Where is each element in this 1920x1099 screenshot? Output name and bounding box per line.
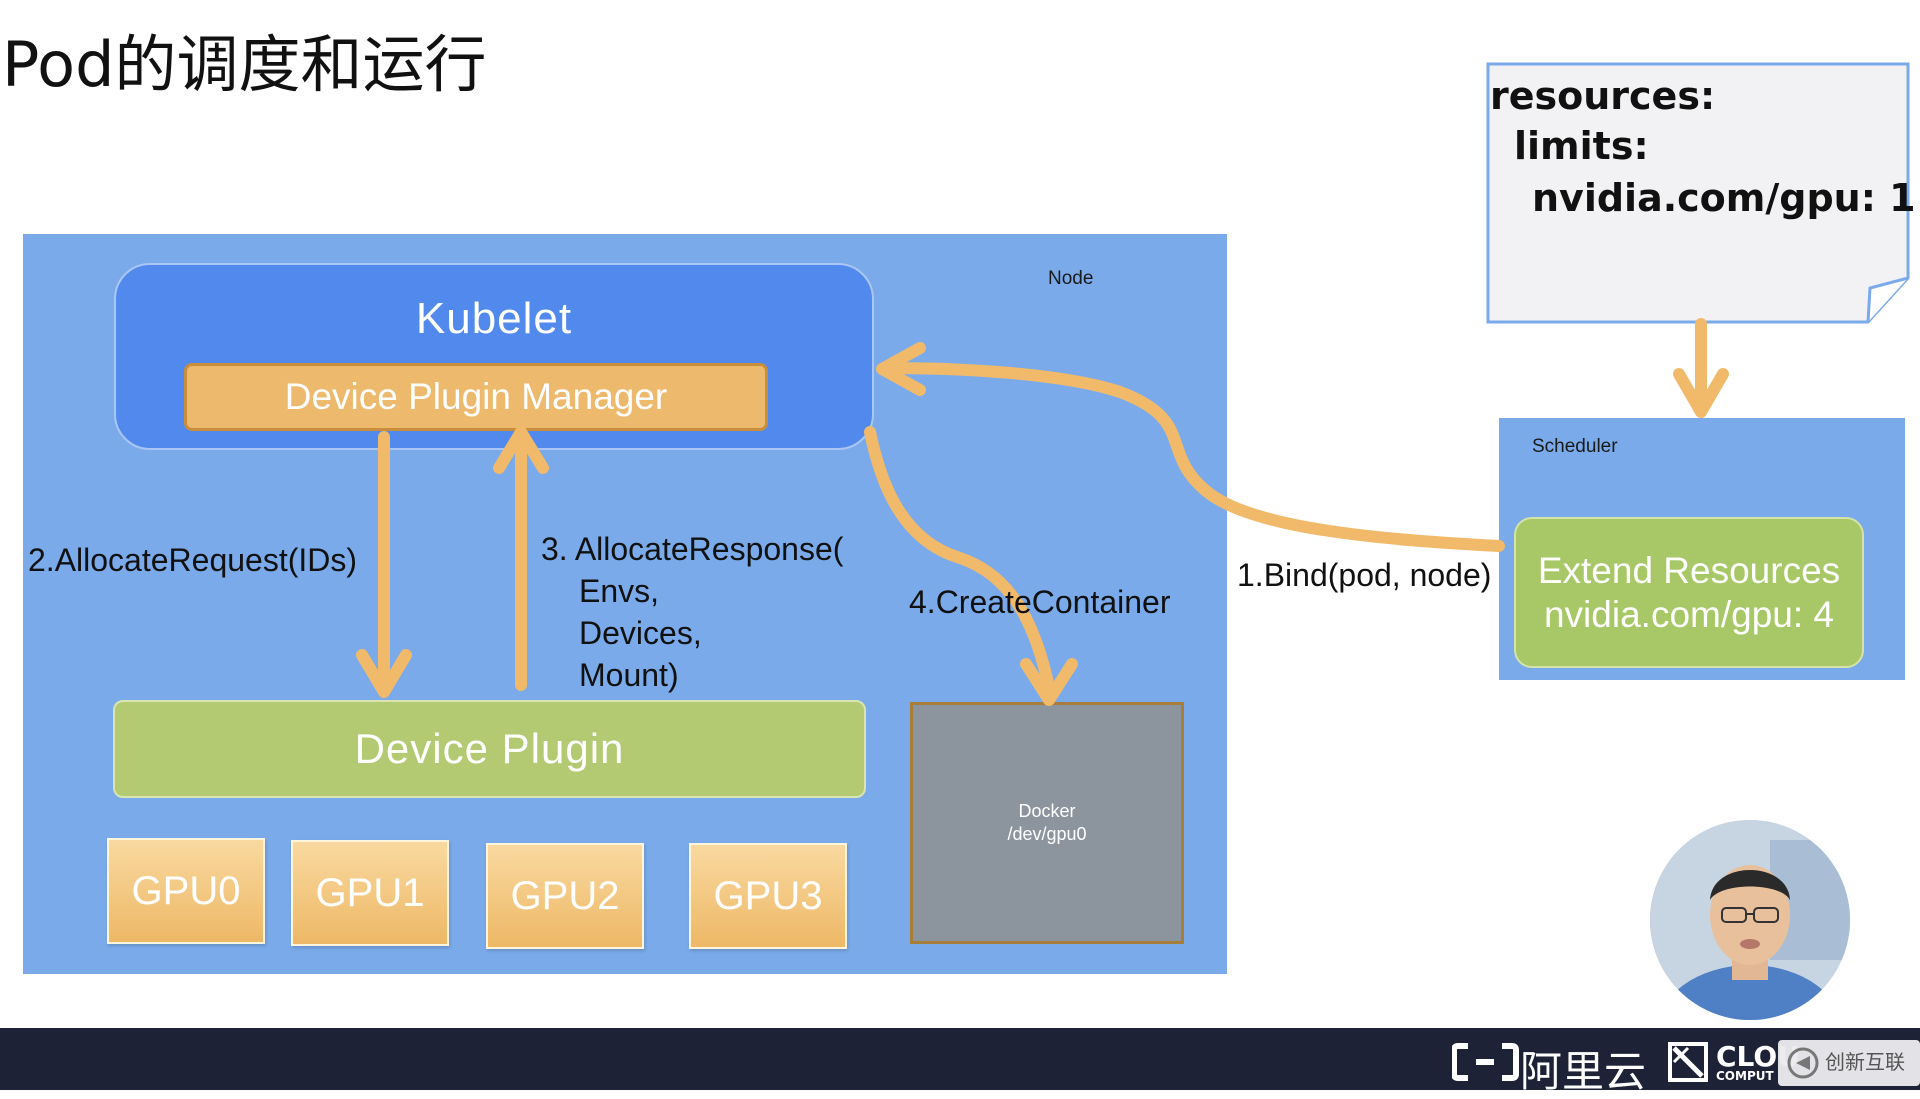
slide-title: Pod的调度和运行 [2,28,487,101]
watermark-text: 创新互联 [1825,1050,1905,1074]
allocate-response-line: Mount) [579,657,679,693]
allocate-request-arrowhead [356,649,412,698]
allocate-response-label: 3. AllocateResponse( Envs, Devices, Moun… [541,528,843,696]
create-container-arrowhead [1020,658,1078,706]
gpu-box: GPU3 [689,843,847,949]
docker-device-path: /dev/gpu0 [1007,824,1087,844]
docker-box [910,702,1184,944]
yaml-note-fold [1866,276,1909,323]
allocate-request-label: 2.AllocateRequest(IDs) [28,542,358,578]
allocate-response-line: 3. AllocateResponse( [541,531,844,567]
device-plugin-box: Device Plugin [113,700,866,798]
yaml-to-scheduler-arrowhead [1673,368,1729,418]
docker-label: Docker [1018,801,1076,821]
allocate-response-arrowhead [493,426,549,474]
node-label: Node [1048,268,1094,289]
create-container-arrow [864,426,1056,698]
gpu-label: GPU2 [510,873,620,918]
device-plugin-manager-label: Device Plugin Manager [284,376,668,417]
yaml-note: resources: limits: nvidia.com/gpu: 1 [1488,64,1916,324]
yaml-line: resources: [1490,74,1716,118]
extend-resources-value: nvidia.com/gpu: 4 [1543,593,1834,635]
yaml-line: limits: [1514,124,1649,168]
create-container-label: 4.CreateContainer [909,584,1171,620]
bind-arrow [880,362,1505,552]
gpu-box: GPU2 [486,843,644,949]
yaml-line: nvidia.com/gpu: 1 [1532,176,1916,220]
allocate-response-line: Envs, [579,573,660,609]
gpu-label: GPU1 [315,870,425,915]
presenter-video-avatar [1650,820,1850,1020]
bind-label: 1.Bind(pod, node) [1237,557,1492,593]
watermark-logo-icon [1787,1047,1819,1079]
kubelet-title: Kubelet [415,294,573,343]
footer-computing-text: COMPUT [1716,1069,1774,1083]
footer-brand: 阿里云 [1520,1047,1647,1096]
device-plugin-label: Device Plugin [354,725,625,772]
docker-text: Docker /dev/gpu0 [910,800,1184,846]
allocate-response-line: Devices, [579,615,702,651]
cloud-computing-logo-icon [1668,1042,1708,1082]
footer-bar [0,1028,1920,1090]
gpu-box: GPU0 [107,838,265,944]
bind-arrowhead [876,342,926,396]
gpu-label: GPU0 [131,868,241,913]
extend-resources-title: Extend Resources [1537,549,1841,591]
device-plugin-manager: Device Plugin Manager [184,363,768,431]
aliyun-logo-icon [1452,1043,1519,1081]
presenter-illustration [1650,820,1850,1020]
gpu-box: GPU1 [291,840,449,946]
scheduler-label: Scheduler [1532,436,1618,457]
extend-resources-box: Extend Resources nvidia.com/gpu: 4 [1514,517,1864,668]
gpu-label: GPU3 [713,873,823,918]
